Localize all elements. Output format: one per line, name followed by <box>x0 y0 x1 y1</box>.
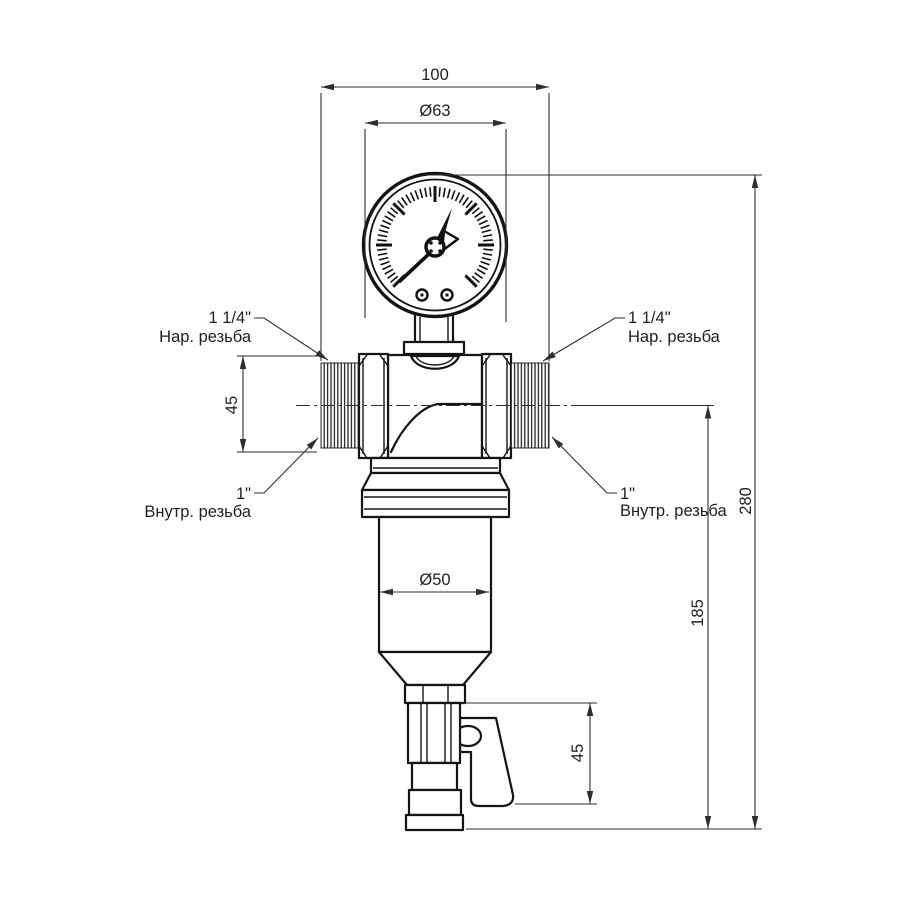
callout-type-label: Внутр. резьба <box>144 503 251 521</box>
dim-gauge-diameter: Ø63 <box>364 102 507 322</box>
callout-right-bottom: 1" Внутр. резьба <box>551 436 727 520</box>
callout-type-label: Внутр. резьба <box>620 502 727 520</box>
leader-line <box>254 437 319 494</box>
callout-size-label: 1 1/4" <box>628 309 671 327</box>
dim-thread-height: 45 <box>223 355 317 453</box>
dim-overall-height-label: 280 <box>737 487 755 515</box>
drain-hex <box>403 683 467 705</box>
filter-bowl <box>377 515 493 687</box>
hose-connector <box>404 761 465 832</box>
callout-left-top: 1 1/4" Нар. резьба <box>159 309 329 361</box>
leader-line <box>551 436 617 494</box>
valve-body <box>386 353 484 460</box>
dim-gauge-diameter-label: Ø63 <box>419 102 450 120</box>
dim-overall-height: 280 <box>430 174 762 830</box>
gauge-hub <box>424 236 446 258</box>
callout-size-label: 1" <box>236 485 251 503</box>
dim-thread-height-label: 45 <box>223 396 241 414</box>
callout-size-label: 1 1/4" <box>208 309 251 327</box>
drain-valve <box>403 683 515 832</box>
callout-left-bottom: 1" Внутр. резьба <box>144 437 319 521</box>
drain-handle <box>453 716 515 808</box>
leader-line <box>542 317 625 362</box>
callout-right-top: 1 1/4" Нар. резьба <box>542 309 721 362</box>
gauge-stem <box>402 310 466 356</box>
body-ridge <box>389 402 484 454</box>
dim-top-width: 100 <box>320 66 550 361</box>
dim-drain-height: 45 <box>462 702 597 805</box>
gauge-ticks <box>376 186 494 288</box>
dim-bowl-diameter: Ø50 <box>380 571 489 596</box>
callout-type-label: Нар. резьба <box>159 328 252 346</box>
dim-drain-height-label: 45 <box>569 744 587 762</box>
dim-top-width-label: 100 <box>421 66 449 84</box>
callout-size-label: 1" <box>620 485 635 503</box>
dim-lower-height: 185 <box>575 404 714 829</box>
leader-line <box>254 317 329 361</box>
dim-bowl-diameter-label: Ø50 <box>419 571 450 589</box>
callout-type-label: Нар. резьба <box>628 328 721 346</box>
drain-cylinder <box>406 701 462 765</box>
dim-lower-height-label: 185 <box>689 599 707 627</box>
pressure-gauge <box>361 171 509 319</box>
collar-ring <box>360 456 511 519</box>
gauge-screws <box>415 288 454 302</box>
